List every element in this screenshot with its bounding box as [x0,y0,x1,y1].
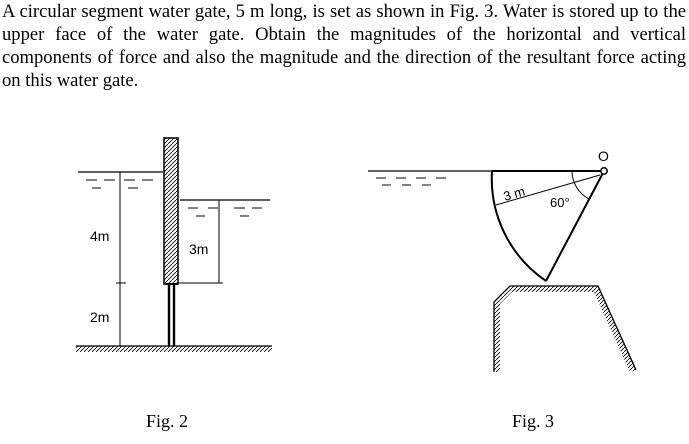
fig2-ground-hatch [76,346,272,352]
fig2-caption: Fig. 2 [146,411,188,431]
fig2-diagram: 4m 2m 3m Fig. 2 [76,137,272,431]
fig3-gate-arc [490,170,547,282]
fig2-dim-3m: 3m [189,241,208,257]
fig3-angle-label: 60° [550,195,570,210]
fig2-downstream-surface-marks [188,207,262,217]
fig2-gate [163,137,179,285]
problem-statement: A circular segment water gate, 5 m long,… [2,1,686,91]
fig3-angle-arc [571,170,590,200]
fig3-radius-label: 3 m [502,183,527,203]
fig2-dim-4m: 4m [90,228,109,244]
fig3-water-surface-marks [376,177,446,186]
fig3-radius-dim [495,174,601,206]
fig3-pivot-label: O [598,148,609,164]
fig3-diagram: O 3 m 60° Fig. 3 [368,148,637,431]
fig3-pivot [600,167,608,175]
fig2-upstream-surface-marks [86,179,153,189]
fig3-gate-inclined-radius [545,170,605,282]
fig3-caption: Fig. 3 [512,411,554,431]
fig2-dim-2m: 2m [90,309,109,325]
fig3-foundation-hatch [494,286,636,372]
